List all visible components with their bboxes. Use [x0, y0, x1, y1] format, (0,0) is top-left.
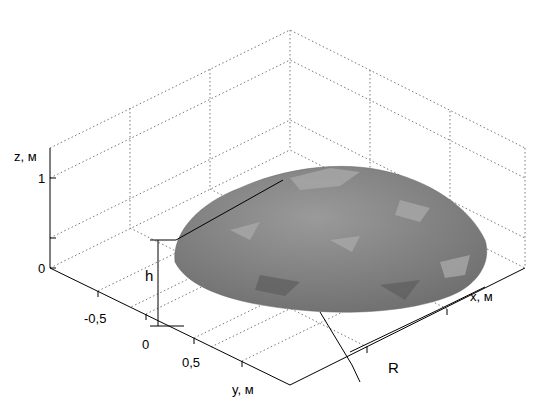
axis-label: y, м: [232, 383, 254, 396]
dimension-label: R: [388, 360, 399, 375]
axis-label: 0,5: [182, 356, 200, 369]
axis-label: 0: [142, 338, 149, 351]
dimension-label: h: [145, 268, 153, 283]
axis-label: x, м: [470, 290, 493, 303]
axis-label: -0,5: [84, 312, 106, 325]
axis-label: 0: [38, 262, 45, 275]
axis-label: z, м: [14, 150, 37, 163]
axis-label: 1: [38, 172, 45, 185]
